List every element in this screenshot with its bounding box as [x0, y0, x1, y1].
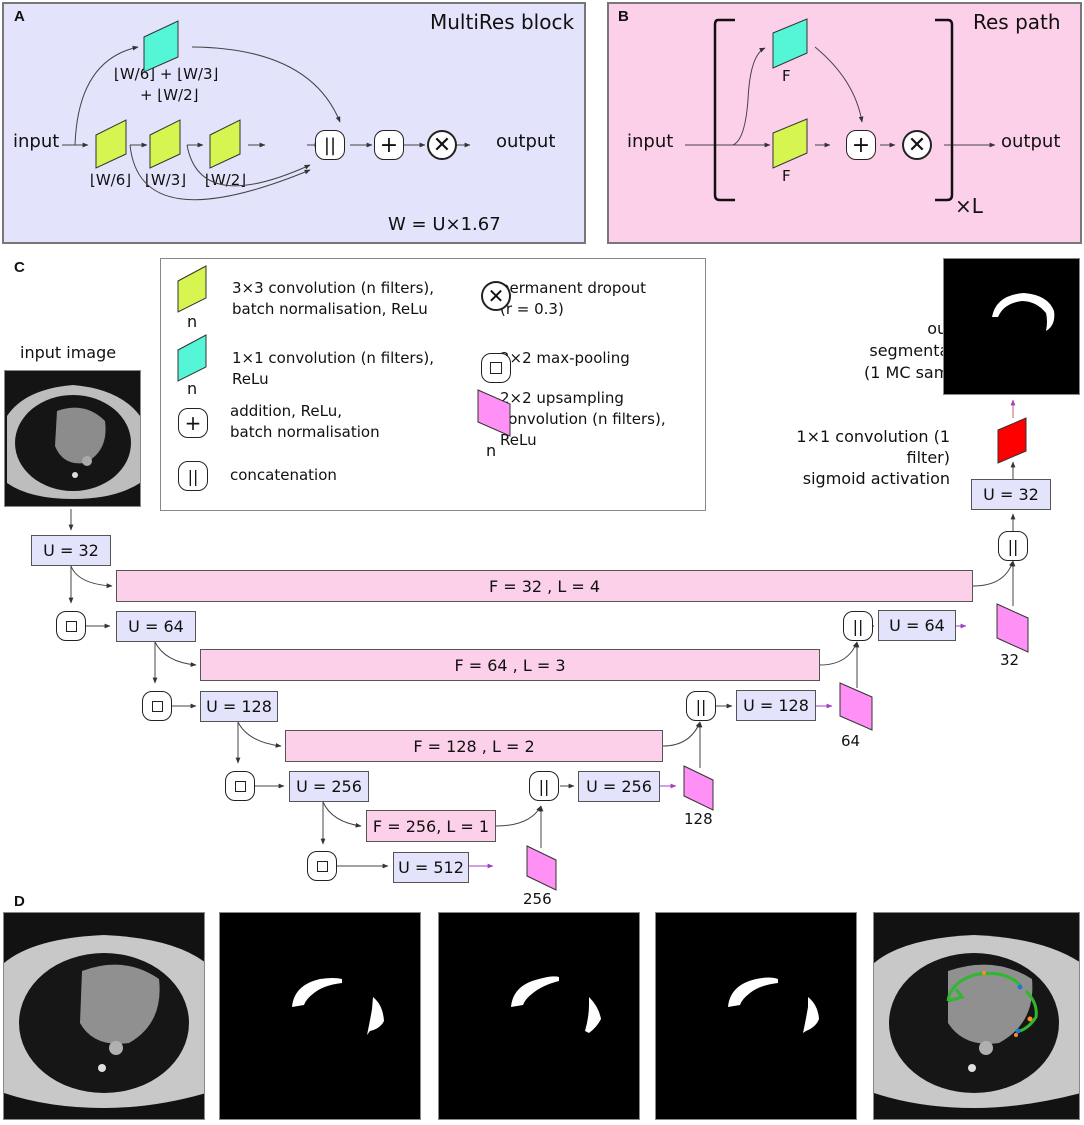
respath-title: Res path — [973, 10, 1061, 34]
concat-icon-2: || — [843, 611, 873, 641]
upsample-label-256: 256 — [523, 890, 552, 908]
upsample-shape-128 — [683, 765, 714, 811]
encoder-block-3: U = 128 — [200, 691, 278, 722]
legend-addition-text: addition, ReLu, batch normalisation — [230, 402, 380, 441]
legend-box — [160, 258, 706, 511]
panel-d-input-mri — [3, 912, 205, 1120]
encoder-block-5: U = 512 — [393, 852, 469, 883]
upsample-label-128: 128 — [684, 810, 713, 828]
upsample-shape-256 — [526, 845, 557, 891]
panel-letter-d: D — [14, 893, 25, 910]
maxpool-icon-4 — [307, 851, 337, 881]
dropout-icon: ✕ — [427, 130, 457, 160]
panel-d-overlay-mri — [873, 912, 1080, 1120]
legend-dropout-text: permanent dropout (r = 0.3) — [500, 279, 646, 318]
repeat-label: ×L — [955, 194, 983, 218]
res-path-3: F = 128 , L = 2 — [285, 730, 663, 762]
shortcut-label-line1: ⌊W/6⌋ + ⌊W/3⌋ — [114, 65, 219, 83]
input-mri-image — [4, 370, 141, 507]
concat-icon-4: || — [529, 771, 559, 801]
upsample-label-32: 32 — [1000, 651, 1020, 669]
respath-output-label: output — [1001, 131, 1061, 152]
panel-d-segmentation-3 — [655, 912, 857, 1120]
final-conv-label: 1×1 convolution (1 filter) sigmoid activ… — [796, 427, 950, 488]
output-segmentation-image — [943, 258, 1080, 395]
res-path-2: F = 64 , L = 3 — [200, 649, 820, 681]
decoder-block-4: U = 256 — [578, 771, 660, 802]
legend-upsample-text: 2×2 upsampling convolution (n filters), … — [500, 389, 666, 449]
respath-dropout-icon: ✕ — [902, 130, 932, 160]
legend-conv3x3-text: 3×3 convolution (n filters), batch norma… — [232, 279, 435, 318]
width-formula: W = U×1.67 — [388, 214, 501, 235]
concat-icon: || — [315, 130, 345, 160]
legend-maxpool-icon — [481, 353, 511, 383]
res-path-1: F = 32 , L = 4 — [116, 570, 973, 602]
legend-dropout-icon: ✕ — [481, 281, 511, 311]
respath-input-label: input — [627, 131, 674, 152]
conv-label-w2: ⌊W/2⌋ — [205, 171, 247, 189]
multires-input-label: input — [13, 131, 60, 152]
multires-title: MultiRes block — [430, 10, 575, 34]
decoder-block-1: U = 32 — [971, 479, 1051, 510]
res-path-4: F = 256, L = 1 — [366, 810, 496, 842]
legend-maxpool-text: 2×2 max-pooling — [500, 349, 630, 367]
multires-output-label: output — [496, 131, 556, 152]
encoder-block-4: U = 256 — [289, 771, 369, 802]
conv-label-w6: ⌊W/6⌋ — [90, 171, 132, 189]
panel-letter-c: C — [14, 259, 25, 276]
encoder-block-1: U = 32 — [31, 535, 111, 566]
legend-conv1x1-text: 1×1 convolution (n filters), ReLu — [232, 349, 435, 388]
legend-n-upsample: n — [486, 441, 497, 460]
conv-label-w3: ⌊W/3⌋ — [145, 171, 187, 189]
panel-multires-block — [2, 2, 586, 244]
encoder-block-2: U = 64 — [116, 611, 196, 642]
legend-concat-text: concatenation — [230, 466, 337, 484]
legend-n-conv3x3: n — [187, 312, 198, 331]
maxpool-icon-2 — [142, 691, 172, 721]
decoder-block-2: U = 64 — [878, 610, 956, 641]
respath-addition-icon: + — [846, 130, 876, 160]
final-conv-shape — [997, 417, 1027, 464]
respath-conv-label: F — [782, 167, 791, 185]
decoder-block-3: U = 128 — [736, 690, 816, 721]
upsample-label-64: 64 — [841, 732, 861, 750]
shortcut-label-line2: + ⌊W/2⌋ — [140, 86, 199, 104]
panel-d-segmentation-2 — [438, 912, 640, 1120]
concat-icon-1: || — [998, 531, 1028, 561]
upsample-shape-64 — [839, 682, 873, 731]
panel-letter-b: B — [618, 8, 629, 25]
respath-shortcut-label: F — [782, 67, 791, 85]
concat-icon-3: || — [686, 691, 716, 721]
maxpool-icon-3 — [225, 771, 255, 801]
addition-icon: + — [374, 130, 404, 160]
maxpool-icon-1 — [56, 611, 86, 641]
upsample-shape-32 — [996, 603, 1029, 653]
legend-concat-icon: || — [178, 461, 208, 491]
panel-res-path — [607, 2, 1082, 244]
panel-d-segmentation-1 — [219, 912, 421, 1120]
input-image-label: input image — [20, 343, 117, 362]
legend-n-conv1x1: n — [187, 379, 198, 398]
legend-addition-icon: + — [178, 408, 208, 438]
panel-letter-a: A — [14, 8, 25, 25]
